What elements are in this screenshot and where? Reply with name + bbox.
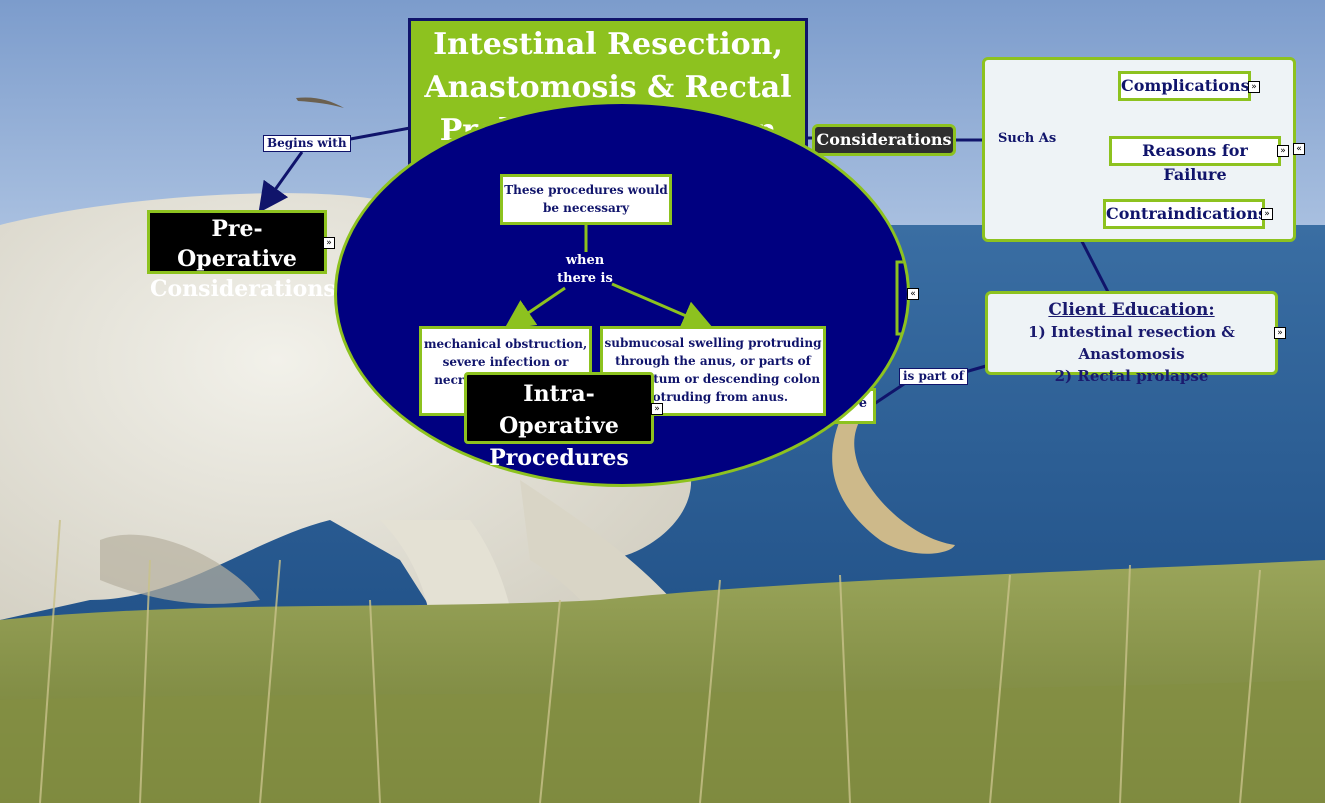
contraindications-label: Contraindications — [1106, 204, 1268, 223]
popup-top-box: These procedures would be necessary — [500, 174, 672, 225]
pre-operative-label: Pre- Operative Considerations — [150, 216, 336, 302]
pre-operative-node[interactable]: Pre- Operative Considerations — [147, 210, 336, 302]
expand-icon[interactable]: » — [1248, 81, 1260, 93]
expand-icon[interactable]: » — [1277, 145, 1289, 157]
reasons-for-failure-node[interactable]: Reasons for Failure — [1109, 136, 1281, 184]
link-label-begins-with: Begins with — [263, 135, 351, 152]
intra-operative-label: Intra-Operative Procedures — [489, 381, 629, 471]
popup-connector-label: when there is — [557, 253, 613, 286]
expand-icon[interactable]: » — [651, 403, 663, 415]
client-education-item: 2) Rectal prolapse — [1054, 367, 1209, 385]
client-education-node[interactable]: Client Education: 1) Intestinal resectio… — [985, 291, 1278, 385]
popup-right-text: submucosal swelling protruding through t… — [604, 336, 822, 404]
expand-icon[interactable]: » — [323, 237, 335, 249]
reasons-for-failure-label: Reasons for Failure — [1142, 141, 1248, 184]
partial-node-text: e — [858, 396, 867, 411]
considerations-node[interactable]: Considerations — [812, 124, 956, 156]
collapse-icon[interactable]: « — [1293, 143, 1305, 155]
complications-label: Complications — [1121, 76, 1250, 95]
contraindications-node[interactable]: Contraindications — [1103, 199, 1268, 229]
complications-node[interactable]: Complications — [1118, 71, 1251, 101]
expand-icon[interactable]: » — [1274, 327, 1286, 339]
client-education-title: Client Education: — [1048, 300, 1215, 320]
intra-operative-node[interactable]: Intra-Operative Procedures — [464, 372, 654, 471]
link-label-such-as: Such As — [998, 131, 1057, 146]
popup-connector-lines — [504, 225, 907, 379]
collapse-icon[interactable]: « — [907, 288, 919, 300]
expand-icon[interactable]: » — [1261, 208, 1273, 220]
considerations-label: Considerations — [816, 130, 952, 149]
client-education-item: 1) Intestinal resection & Anastomosis — [1028, 323, 1235, 363]
link-label-is-part-of: is part of — [899, 368, 968, 385]
popup-top-text: These procedures would be necessary — [504, 183, 668, 215]
